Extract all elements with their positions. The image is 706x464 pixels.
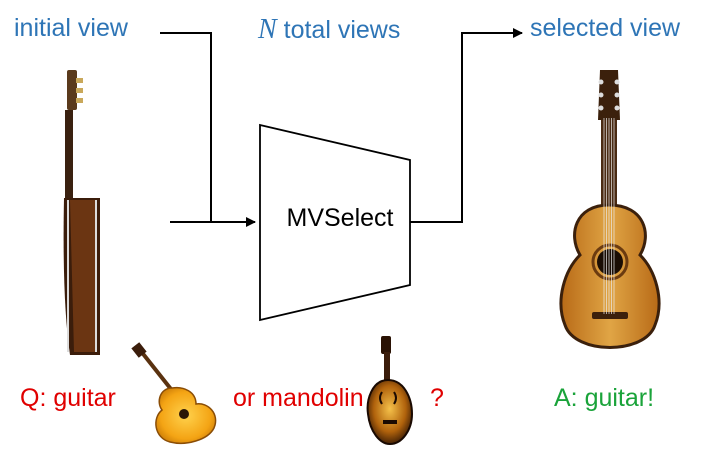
flow-lines — [160, 28, 523, 227]
question-mark: ? — [430, 384, 444, 412]
mvselect-label: MVSelect — [286, 204, 394, 232]
selected-view-label: selected view — [530, 16, 680, 41]
total-views-text: total views — [276, 16, 401, 44]
guitar-front-view-icon — [559, 70, 661, 349]
mvselect-block — [259, 123, 411, 322]
initial-view-text: initial view — [14, 14, 128, 42]
question-or: or mandolin — [233, 384, 364, 412]
selected-view-text: selected view — [530, 14, 681, 42]
answer-label: A: guitar! — [554, 384, 655, 412]
mandolin-icon — [366, 336, 414, 446]
total-views-label: N total views — [258, 16, 400, 44]
small-guitar-icon — [131, 342, 217, 444]
initial-view-label: initial view — [14, 16, 128, 41]
initial-view-line — [160, 32, 256, 227]
total-views-variable: N — [258, 14, 277, 45]
output-arrow — [410, 28, 523, 223]
question-prefix: Q: guitar — [20, 384, 116, 412]
guitar-side-view-icon — [63, 70, 100, 355]
